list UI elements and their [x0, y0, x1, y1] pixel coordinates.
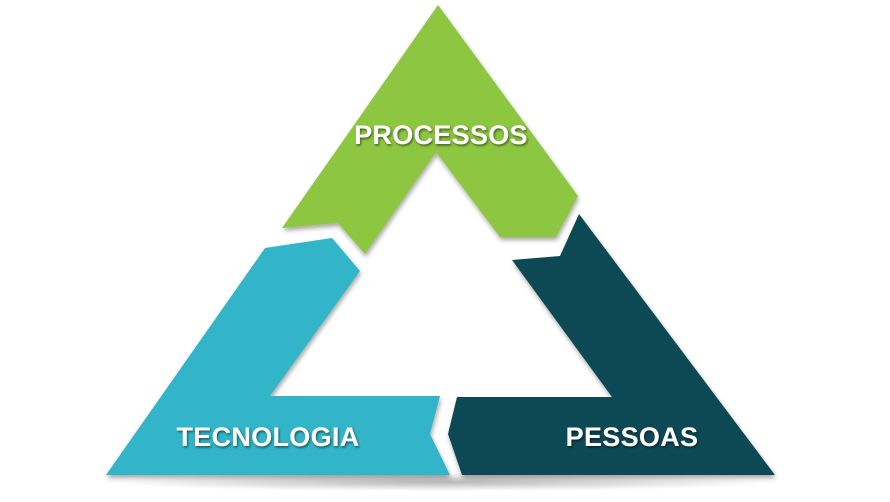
tecnologia-label: TECNOLOGIA — [177, 422, 360, 452]
base-shadow — [100, 473, 780, 491]
pessoas-segment — [448, 214, 775, 475]
tecnologia-segment — [106, 238, 450, 475]
pessoas-label: PESSOAS — [566, 422, 699, 452]
processos-label: PROCESSOS — [354, 120, 528, 150]
processos-segment — [282, 5, 578, 254]
